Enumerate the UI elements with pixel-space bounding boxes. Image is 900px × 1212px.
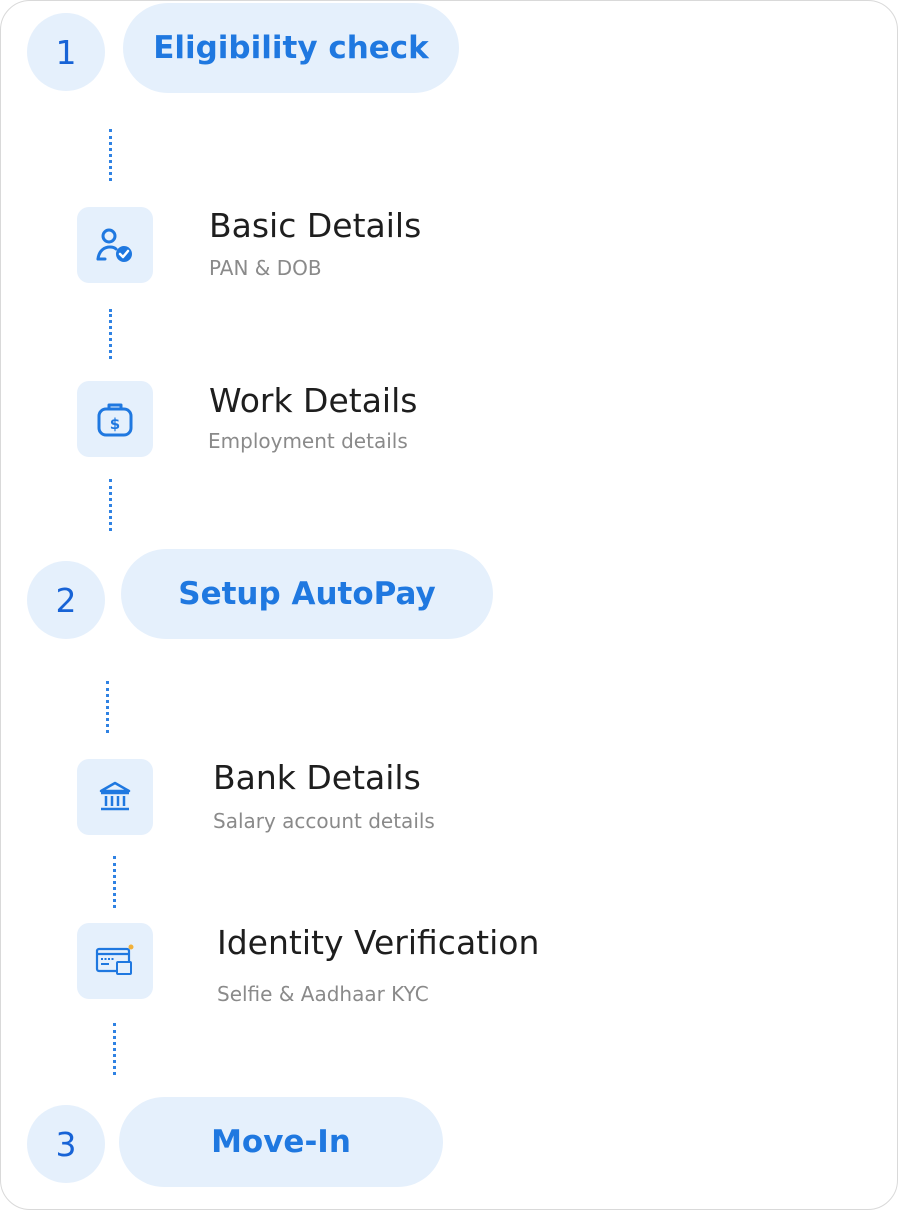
section-pill-move-in[interactable]: Move-In [119,1097,443,1187]
step-icon-tile-bank-details [77,759,153,835]
section-number-3: 3 [27,1105,105,1183]
connector-line [109,129,112,181]
step-subtitle-bank-details: Salary account details [213,809,435,833]
step-icon-tile-work-details: $ [77,381,153,457]
step-title-bank-details: Bank Details [213,758,421,797]
section-number-2: 2 [27,561,105,639]
connector-line [113,856,116,908]
step-icon-tile-basic-details [77,207,153,283]
step-subtitle-identity-verification: Selfie & Aadhaar KYC [217,982,429,1006]
connector-line [113,1023,116,1075]
svg-text:$: $ [110,415,120,433]
step-title-work-details: Work Details [209,381,418,420]
step-subtitle-work-details: Employment details [208,429,408,453]
bank-icon [99,781,131,811]
connector-line [109,309,112,359]
step-icon-tile-identity-verification [77,923,153,999]
step-title-basic-details: Basic Details [209,206,422,245]
connector-line [106,681,109,733]
section-pill-setup-autopay[interactable]: Setup AutoPay [121,549,493,639]
briefcase-dollar-icon: $ [97,403,133,437]
id-card-icon [95,944,134,975]
section-number-1: 1 [27,13,105,91]
user-check-icon [96,228,132,262]
connector-line [109,479,112,531]
section-pill-eligibility-check[interactable]: Eligibility check [123,3,459,93]
step-title-identity-verification: Identity Verification [217,923,540,962]
step-subtitle-basic-details: PAN & DOB [209,256,322,280]
